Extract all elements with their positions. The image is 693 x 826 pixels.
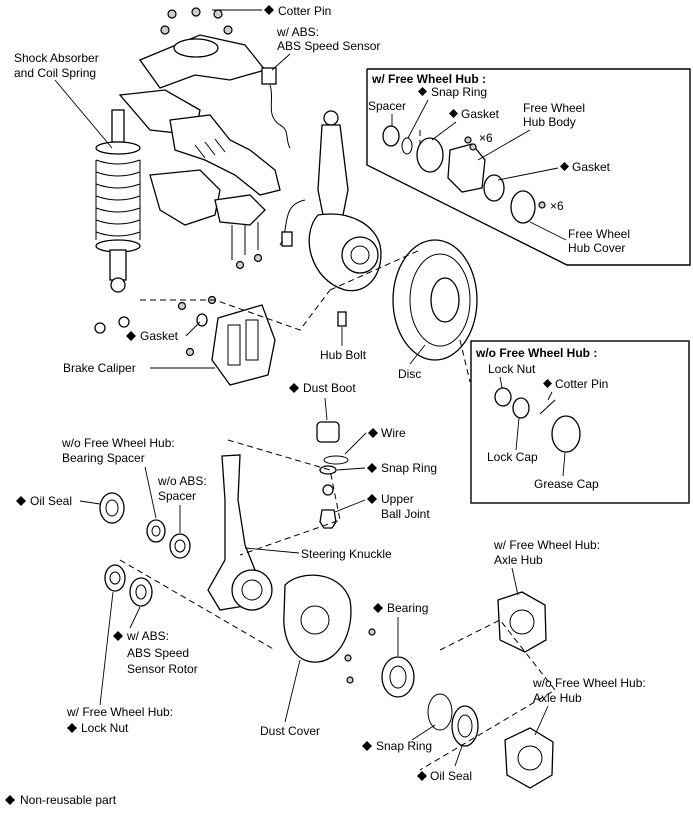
label-shock-1: Shock Absorber [14, 51, 99, 65]
non-reusable-icon [560, 162, 569, 171]
fwh-hub-body-label-2: Hub Body [523, 115, 576, 129]
label-brake-caliper: Brake Caliper [63, 361, 136, 375]
fwh-gasket-label-2: Gasket [572, 160, 611, 174]
label-bearing-spacer-1: w/o Free Wheel Hub: [61, 436, 175, 450]
bearing-seal-rings [381, 656, 479, 747]
label-upper-ball-1: Upper [381, 492, 414, 506]
legend-label: Non-reusable part [20, 793, 117, 807]
disc-rotor [392, 239, 478, 361]
non-reusable-icon [417, 771, 427, 781]
non-reusable-icon [289, 383, 299, 393]
label-gasket-left: Gasket [140, 329, 179, 343]
non-reusable-icon [418, 87, 427, 96]
non-reusable-icon [126, 331, 136, 341]
non-reusable-icon [449, 109, 458, 118]
non-reusable-icon [367, 463, 377, 473]
wofwh-cotter-pin-label: Cotter Pin [555, 377, 608, 391]
label-snap-ring-mid: Snap Ring [381, 461, 437, 475]
label-wire: Wire [381, 426, 406, 440]
non-reusable-icon [368, 428, 378, 438]
drive-shaft-and-lower-arm [149, 114, 281, 270]
label-abs-sensor-1: w/ ABS: [276, 25, 319, 39]
non-reusable-icon [543, 379, 552, 388]
label-wo-abs-spacer-2: Spacer [158, 489, 196, 503]
label-oil-seal-bottom: Oil Seal [430, 769, 472, 783]
label-upper-ball-2: Ball Joint [381, 507, 430, 521]
fwh-box-title: w/ Free Wheel Hub : [371, 72, 486, 86]
wofwh-lock-nut-label: Lock Nut [488, 362, 536, 376]
non-reusable-icon [362, 741, 372, 751]
label-axle-hub-wo-1: w/o Free Wheel Hub: [532, 676, 646, 690]
label-wo-abs-spacer-1: w/o ABS: [157, 474, 207, 488]
non-reusable-icon [264, 5, 274, 15]
label-steering-knuckle: Steering Knuckle [301, 547, 392, 561]
fwh-snap-ring-label: Snap Ring [431, 85, 487, 99]
fwh-hub-cover-label-1: Free Wheel [568, 227, 630, 241]
label-oil-seal-left: Oil Seal [30, 494, 72, 508]
callout-labels: Cotter Pin w/ ABS: ABS Speed Sensor Shoc… [5, 4, 646, 807]
non-reusable-icon [16, 496, 26, 506]
label-bearing-spacer-2: Bearing Spacer [62, 451, 145, 465]
shock-absorber-coil-spring [95, 109, 141, 293]
label-dust-boot: Dust Boot [303, 381, 356, 395]
non-reusable-icon [113, 631, 123, 641]
label-bearing: Bearing [387, 601, 428, 615]
non-reusable-icon [5, 795, 15, 805]
left-seal-and-spacers [99, 492, 191, 607]
wofwh-grease-cap-label: Grease Cap [534, 477, 599, 491]
fwh-gasket-label-1: Gasket [461, 107, 500, 121]
label-lock-nut-1: w/ Free Wheel Hub: [66, 705, 173, 719]
wofwh-box-title: w/o Free Wheel Hub : [475, 346, 597, 360]
fwh-x6-label-1: ×6 [479, 131, 493, 145]
fwh-x6-label-2: ×6 [550, 199, 564, 213]
label-lock-nut-2: Lock Nut [81, 721, 129, 735]
fwh-hub-body-label-1: Free Wheel [523, 101, 585, 115]
label-abs-rotor-1: w/ ABS: [126, 629, 169, 643]
upper-arm-assembly [118, 7, 267, 136]
knuckle-upper [308, 110, 382, 327]
label-shock-2: and Coil Spring [14, 66, 96, 80]
label-axle-hub-w-2: Axle Hub [494, 553, 543, 567]
label-axle-hub-w-1: w/ Free Wheel Hub: [493, 538, 600, 552]
fwh-spacer-label: Spacer [368, 99, 406, 113]
label-hub-bolt: Hub Bolt [320, 348, 367, 362]
free-wheel-hub-box: w/ Free Wheel Hub : Spacer Snap Ring Gas… [366, 68, 691, 266]
label-cotter-pin-top: Cotter Pin [278, 4, 331, 18]
non-reusable-icon [367, 494, 377, 504]
label-disc: Disc [398, 367, 421, 381]
axle-hubs [497, 591, 554, 789]
abs-sensor-wire [261, 67, 306, 247]
ball-joint-stack [316, 421, 349, 529]
non-reusable-icon [67, 723, 77, 733]
label-dust-cover: Dust Cover [260, 724, 320, 738]
label-abs-rotor-3: Sensor Rotor [127, 662, 198, 676]
fwh-hub-cover-label-2: Hub Cover [568, 241, 625, 255]
label-axle-hub-wo-2: Axle Hub [533, 691, 582, 705]
wofwh-lock-cap-label: Lock Cap [487, 450, 538, 464]
label-snap-ring-bottom: Snap Ring [376, 739, 432, 753]
no-free-wheel-hub-box: w/o Free Wheel Hub : Lock Nut Cotter Pin… [470, 340, 690, 504]
dust-cover-drawing [283, 574, 376, 684]
non-reusable-icon [373, 603, 383, 613]
label-abs-sensor-2: ABS Speed Sensor [277, 39, 380, 53]
steering-knuckle-drawing [207, 454, 273, 611]
brake-caliper-drawing [94, 295, 276, 386]
label-abs-rotor-2: ABS Speed [127, 646, 189, 660]
